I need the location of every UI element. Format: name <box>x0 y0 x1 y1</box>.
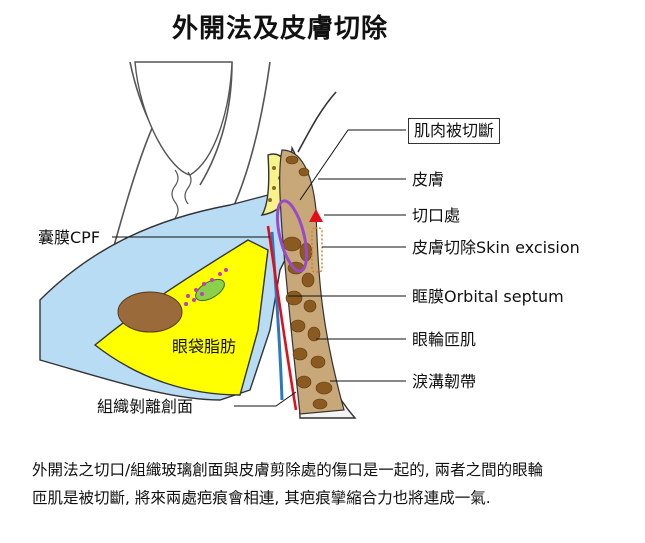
label-skin: 皮膚 <box>412 170 445 189</box>
leader-lines <box>112 129 406 407</box>
pink-dots <box>184 268 228 306</box>
label-tear-trough-ligament: 淚溝韌帶 <box>412 372 477 391</box>
label-dissection-plane: 組織剝離創面 <box>97 397 194 416</box>
description-line-2: 匝肌是被切斷, 將來兩處疤痕會相連, 其疤痕攣縮合力也將連成一氣. <box>32 489 491 507</box>
cut-muscle-highlight <box>275 199 309 273</box>
dissection-plane-line <box>266 225 298 411</box>
septum-line <box>270 231 284 401</box>
eyelash <box>297 91 337 153</box>
incision-marker <box>309 209 323 222</box>
inferior-oblique <box>117 291 183 333</box>
description: 外開法之切口/組織玻璃創面與皮膚剪除處的傷口是一起的, 兩者之間的眼輪 匝肌是被… <box>32 456 632 512</box>
eyelid-anatomy-diagram <box>39 61 406 419</box>
page-title: 外開法及皮膚切除 <box>171 14 388 44</box>
label-incision: 切口處 <box>412 206 461 225</box>
label-skin-excision: 皮膚切除Skin excision <box>412 238 580 257</box>
label-fat-pad: 眼袋脂肪 <box>172 337 237 356</box>
label-orbital-septum: 眶膜Orbital septum <box>412 287 564 306</box>
label-cpf: 囊膜CPF <box>38 228 101 247</box>
ciliary-body <box>171 169 192 219</box>
description-line-1: 外開法之切口/組織玻璃創面與皮膚剪除處的傷口是一起的, 兩者之間的眼輪 <box>32 461 544 479</box>
lens <box>134 61 233 176</box>
excised-skin <box>311 227 323 273</box>
label-orbicularis: 眼輪匝肌 <box>412 330 477 349</box>
label-muscle-cut: 肌肉被切斷 <box>408 118 501 144</box>
